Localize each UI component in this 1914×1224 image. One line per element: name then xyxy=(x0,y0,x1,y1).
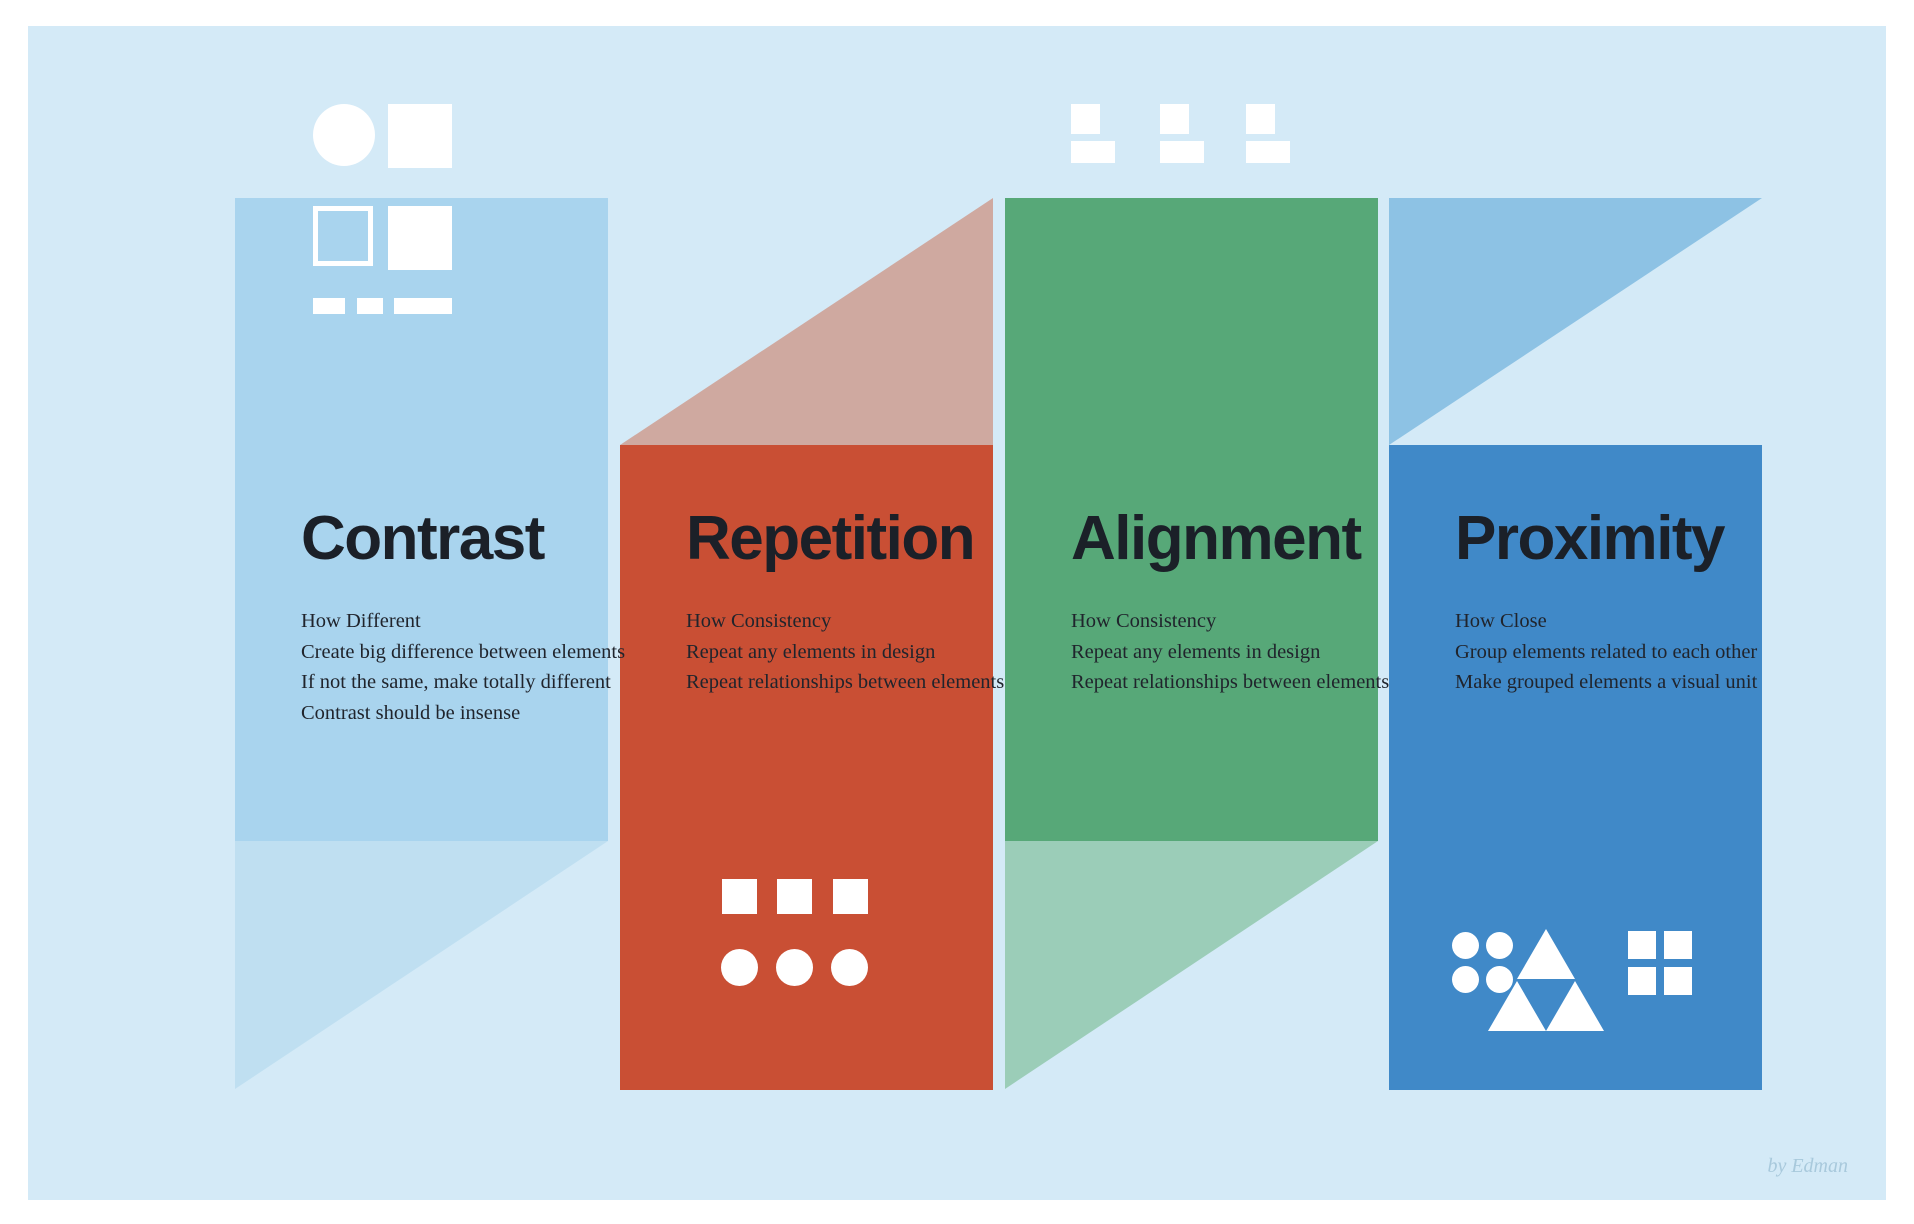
square-icon-2 xyxy=(777,879,812,914)
square-grid-icon-3 xyxy=(1628,967,1656,995)
triangle-cluster-icon-bottom-left xyxy=(1488,981,1546,1031)
body-line: Repeat relationships between elements xyxy=(686,671,1005,693)
fold-repetition xyxy=(620,198,993,445)
text-group-repetition: Repetition How Consistency Repeat any el… xyxy=(620,26,1004,1200)
body-alignment: How Consistency Repeat any elements in d… xyxy=(1071,606,1389,698)
circle-icon-2 xyxy=(776,949,813,986)
text-group-alignment: Alignment How Consistency Repeat any ele… xyxy=(1005,26,1389,1200)
poster-canvas: Contrast How Different Create big differ… xyxy=(28,26,1886,1200)
text-group-proximity: Proximity How Close Group elements relat… xyxy=(1389,26,1762,1200)
body-line: How Different xyxy=(301,610,421,632)
square-icon-3 xyxy=(833,879,868,914)
body-line: Contrast should be insense xyxy=(301,701,521,724)
square-icon xyxy=(1246,104,1275,134)
contrast-icon-group xyxy=(301,96,452,314)
body-line: Create big difference between elements xyxy=(301,640,626,663)
filled-circle-icon xyxy=(313,104,375,166)
heading-contrast: Contrast xyxy=(301,504,545,573)
triangle-cluster-icon-bottom-right xyxy=(1546,981,1604,1031)
triangle-cluster-icon-top xyxy=(1517,929,1575,979)
filled-square-icon-2 xyxy=(388,206,452,270)
fold-alignment xyxy=(1005,841,1378,1089)
panel-alignment[interactable] xyxy=(1005,198,1378,841)
body-proximity: How Close Group elements related to each… xyxy=(1455,606,1757,698)
outlined-square-icon xyxy=(313,206,373,266)
bar-small-icon xyxy=(313,298,345,314)
fold-contrast xyxy=(235,841,608,1089)
fold-proximity xyxy=(1389,198,1762,445)
body-line: How Consistency xyxy=(686,610,832,632)
body-repetition: How Consistency Repeat any elements in d… xyxy=(686,606,1004,698)
body-line: How Consistency xyxy=(1071,610,1217,632)
square-grid-icon-4 xyxy=(1664,967,1692,995)
heading-repetition: Repetition xyxy=(686,504,976,573)
square-icon xyxy=(1071,104,1100,134)
alignment-icon-group xyxy=(1071,104,1301,194)
body-line: Repeat relationships between elements xyxy=(1071,671,1390,693)
body-line: Repeat any elements in design xyxy=(686,640,936,663)
circle-icon-3 xyxy=(831,949,868,986)
body-line: How Close xyxy=(1455,610,1547,632)
filled-square-icon xyxy=(388,104,452,168)
bar-icon xyxy=(1160,141,1204,163)
circle-icon-1 xyxy=(721,949,758,986)
square-icon xyxy=(1160,104,1189,134)
square-grid-icon-2 xyxy=(1664,931,1692,959)
body-contrast: How Different Create big difference betw… xyxy=(301,606,625,728)
circle-cluster-icon-2 xyxy=(1486,932,1513,959)
body-line: Group elements related to each other xyxy=(1455,640,1758,663)
text-group-contrast: Contrast How Different Create big differ… xyxy=(235,26,625,1200)
square-grid-icon-1 xyxy=(1628,931,1656,959)
circle-cluster-icon-1 xyxy=(1452,932,1479,959)
credit-label: by Edman xyxy=(1767,1155,1848,1177)
panel-repetition[interactable] xyxy=(620,445,993,1090)
circle-cluster-icon-3 xyxy=(1452,966,1479,993)
bar-wide-icon xyxy=(394,298,452,314)
square-icon-1 xyxy=(722,879,757,914)
proximity-icon-group xyxy=(1452,929,1702,1039)
body-line: Make grouped elements a visual unit xyxy=(1455,671,1758,693)
body-line: Repeat any elements in design xyxy=(1071,640,1321,663)
repetition-icon-group xyxy=(720,869,900,1004)
bar-icon xyxy=(1071,141,1115,163)
bar-tiny-icon xyxy=(357,298,383,314)
heading-proximity: Proximity xyxy=(1455,504,1726,573)
bar-icon xyxy=(1246,141,1290,163)
body-line: If not the same, make totally different xyxy=(301,671,611,693)
heading-alignment: Alignment xyxy=(1071,504,1362,573)
